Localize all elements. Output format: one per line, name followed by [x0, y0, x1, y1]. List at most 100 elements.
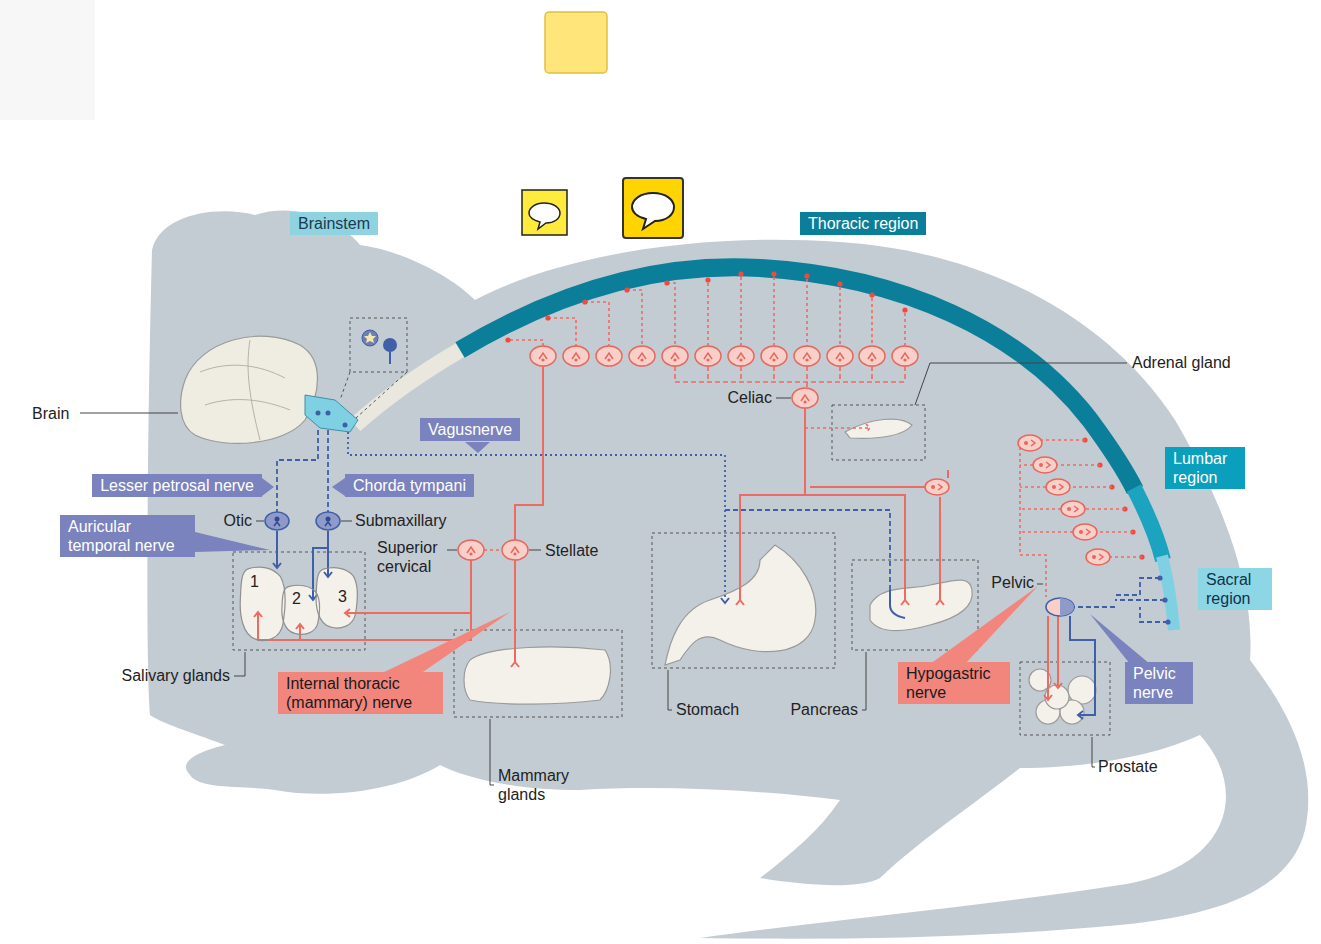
- ganglion-chain: [530, 346, 918, 366]
- region-tag: Thoracic region: [800, 212, 926, 235]
- sacral-dots: [1157, 575, 1170, 624]
- inset-box: [350, 318, 407, 372]
- box-text: Chorda tympani: [353, 476, 466, 495]
- part-label: Celiac: [728, 388, 772, 407]
- nerve-callout: Vagusnerve: [420, 418, 520, 441]
- part-label: Mammary glands: [498, 766, 588, 804]
- otic-ganglion: [265, 512, 289, 530]
- box-text: Sacral region: [1206, 570, 1264, 608]
- star-icon: [364, 332, 376, 343]
- comment-bubble: [529, 203, 560, 229]
- ganglion: [794, 346, 820, 366]
- pelvic-ganglion-half: [1060, 598, 1074, 616]
- nerve-callout: Auricular temporal nerve: [60, 515, 195, 557]
- spinal-cord-sacral: [1162, 556, 1174, 630]
- region-tag: Brainstem: [290, 212, 378, 235]
- part-label: Stellate: [545, 541, 598, 560]
- organ-boxes: [233, 405, 1110, 735]
- lumbar-ganglion: [1033, 457, 1057, 473]
- celiac-ganglion: [792, 388, 818, 408]
- part-label: Otic: [224, 511, 252, 530]
- gland-outline-path: [282, 585, 320, 634]
- part-label: Pancreas: [790, 700, 858, 719]
- cord-dots: [505, 271, 1144, 559]
- box-text: Internal thoracic (mammary) nerve: [286, 674, 435, 712]
- callout-number: 3: [338, 588, 347, 606]
- region-tag: Lumbar region: [1165, 447, 1245, 489]
- corner-patch: [0, 0, 95, 120]
- part-label: Superior cervical: [377, 538, 459, 576]
- callout-number: 2: [292, 590, 301, 608]
- part-label: Brain: [32, 404, 69, 423]
- inset-lines: [340, 372, 407, 418]
- box-text: Lumbar region: [1173, 449, 1237, 487]
- ganglion: [629, 346, 655, 366]
- box-text: Thoracic region: [808, 214, 918, 233]
- box-text: Auricular temporal nerve: [68, 517, 187, 555]
- ganglion: [530, 346, 556, 366]
- gland-outline: [238, 565, 288, 643]
- brainstem-highlight: [305, 395, 358, 432]
- box-text: Vagusnerve: [428, 420, 512, 439]
- box-text: Hypogastric nerve: [906, 664, 1002, 702]
- pelvic-ganglion: [1046, 598, 1074, 616]
- callout-number: 1: [250, 573, 259, 591]
- ganglion: [596, 346, 622, 366]
- splanchnic-fibers: [675, 366, 905, 388]
- parasympathetic-preganglionic: [277, 430, 1168, 622]
- nucleus-dot: [343, 423, 348, 428]
- pancreas: [870, 580, 972, 631]
- parasympathetic-postganglionic: [273, 531, 1095, 719]
- salivary-gland: 3: [314, 566, 360, 630]
- rat-silhouette: [147, 210, 1308, 938]
- lumbar-ganglion: [1073, 524, 1097, 540]
- box-text: Pelvic nerve: [1133, 664, 1185, 702]
- sympathetic-postganglionic: [254, 366, 1062, 700]
- ganglion: [728, 346, 754, 366]
- spinal-cord-lumbar: [1134, 488, 1163, 560]
- nerve-callout: Lesser petrosal nerve: [92, 474, 262, 497]
- region-tag: Sacral region: [1198, 568, 1272, 610]
- nucleus-dot: [316, 411, 321, 416]
- note-icon: [545, 12, 607, 73]
- ganglia: [265, 388, 1110, 616]
- neuron-icon: [383, 338, 397, 352]
- salivary-gland: 1: [238, 565, 288, 643]
- brain-sulci: [200, 340, 290, 440]
- ganglion: [892, 346, 918, 366]
- comment-icon: [522, 190, 567, 235]
- gland-outline: [314, 566, 360, 630]
- part-label: Salivary glands: [122, 666, 231, 685]
- gland-outline-path: [240, 567, 285, 640]
- part-label: Adrenal gland: [1132, 353, 1231, 372]
- lumbar-ganglion: [1061, 501, 1085, 517]
- sympathetic-dotted-fibers: [484, 424, 1142, 597]
- stellate-ganglion: [502, 540, 528, 560]
- part-label: Pelvic: [991, 573, 1034, 592]
- callout-pointer: [380, 586, 1038, 674]
- preganglionic-fibers: [510, 277, 905, 346]
- ganglion: [695, 346, 721, 366]
- lumbar-ganglion: [1018, 435, 1042, 451]
- lumbar-ganglion: [1046, 479, 1070, 495]
- ganglion: [563, 346, 589, 366]
- vagus-nerve-line: [348, 432, 725, 598]
- spinal-cord-thoracic: [460, 267, 1135, 490]
- nerve-callout: Pelvic nerve: [1125, 662, 1193, 704]
- comment-bubble: [632, 193, 674, 229]
- lumbar-ganglion: [1086, 549, 1110, 565]
- mammary-gland: [464, 647, 610, 704]
- brain-illustration: [181, 336, 318, 443]
- callout-pointer: [195, 442, 1150, 664]
- ganglion: [925, 479, 949, 495]
- box-text: Lesser petrosal nerve: [100, 476, 254, 495]
- leader-lines: [80, 363, 1127, 785]
- nucleus-dot: [326, 411, 331, 416]
- box-text: Brainstem: [298, 214, 370, 233]
- neuron-icon: [362, 330, 378, 346]
- ganglion: [761, 346, 787, 366]
- ganglion: [859, 346, 885, 366]
- gland-outline-path: [316, 568, 357, 628]
